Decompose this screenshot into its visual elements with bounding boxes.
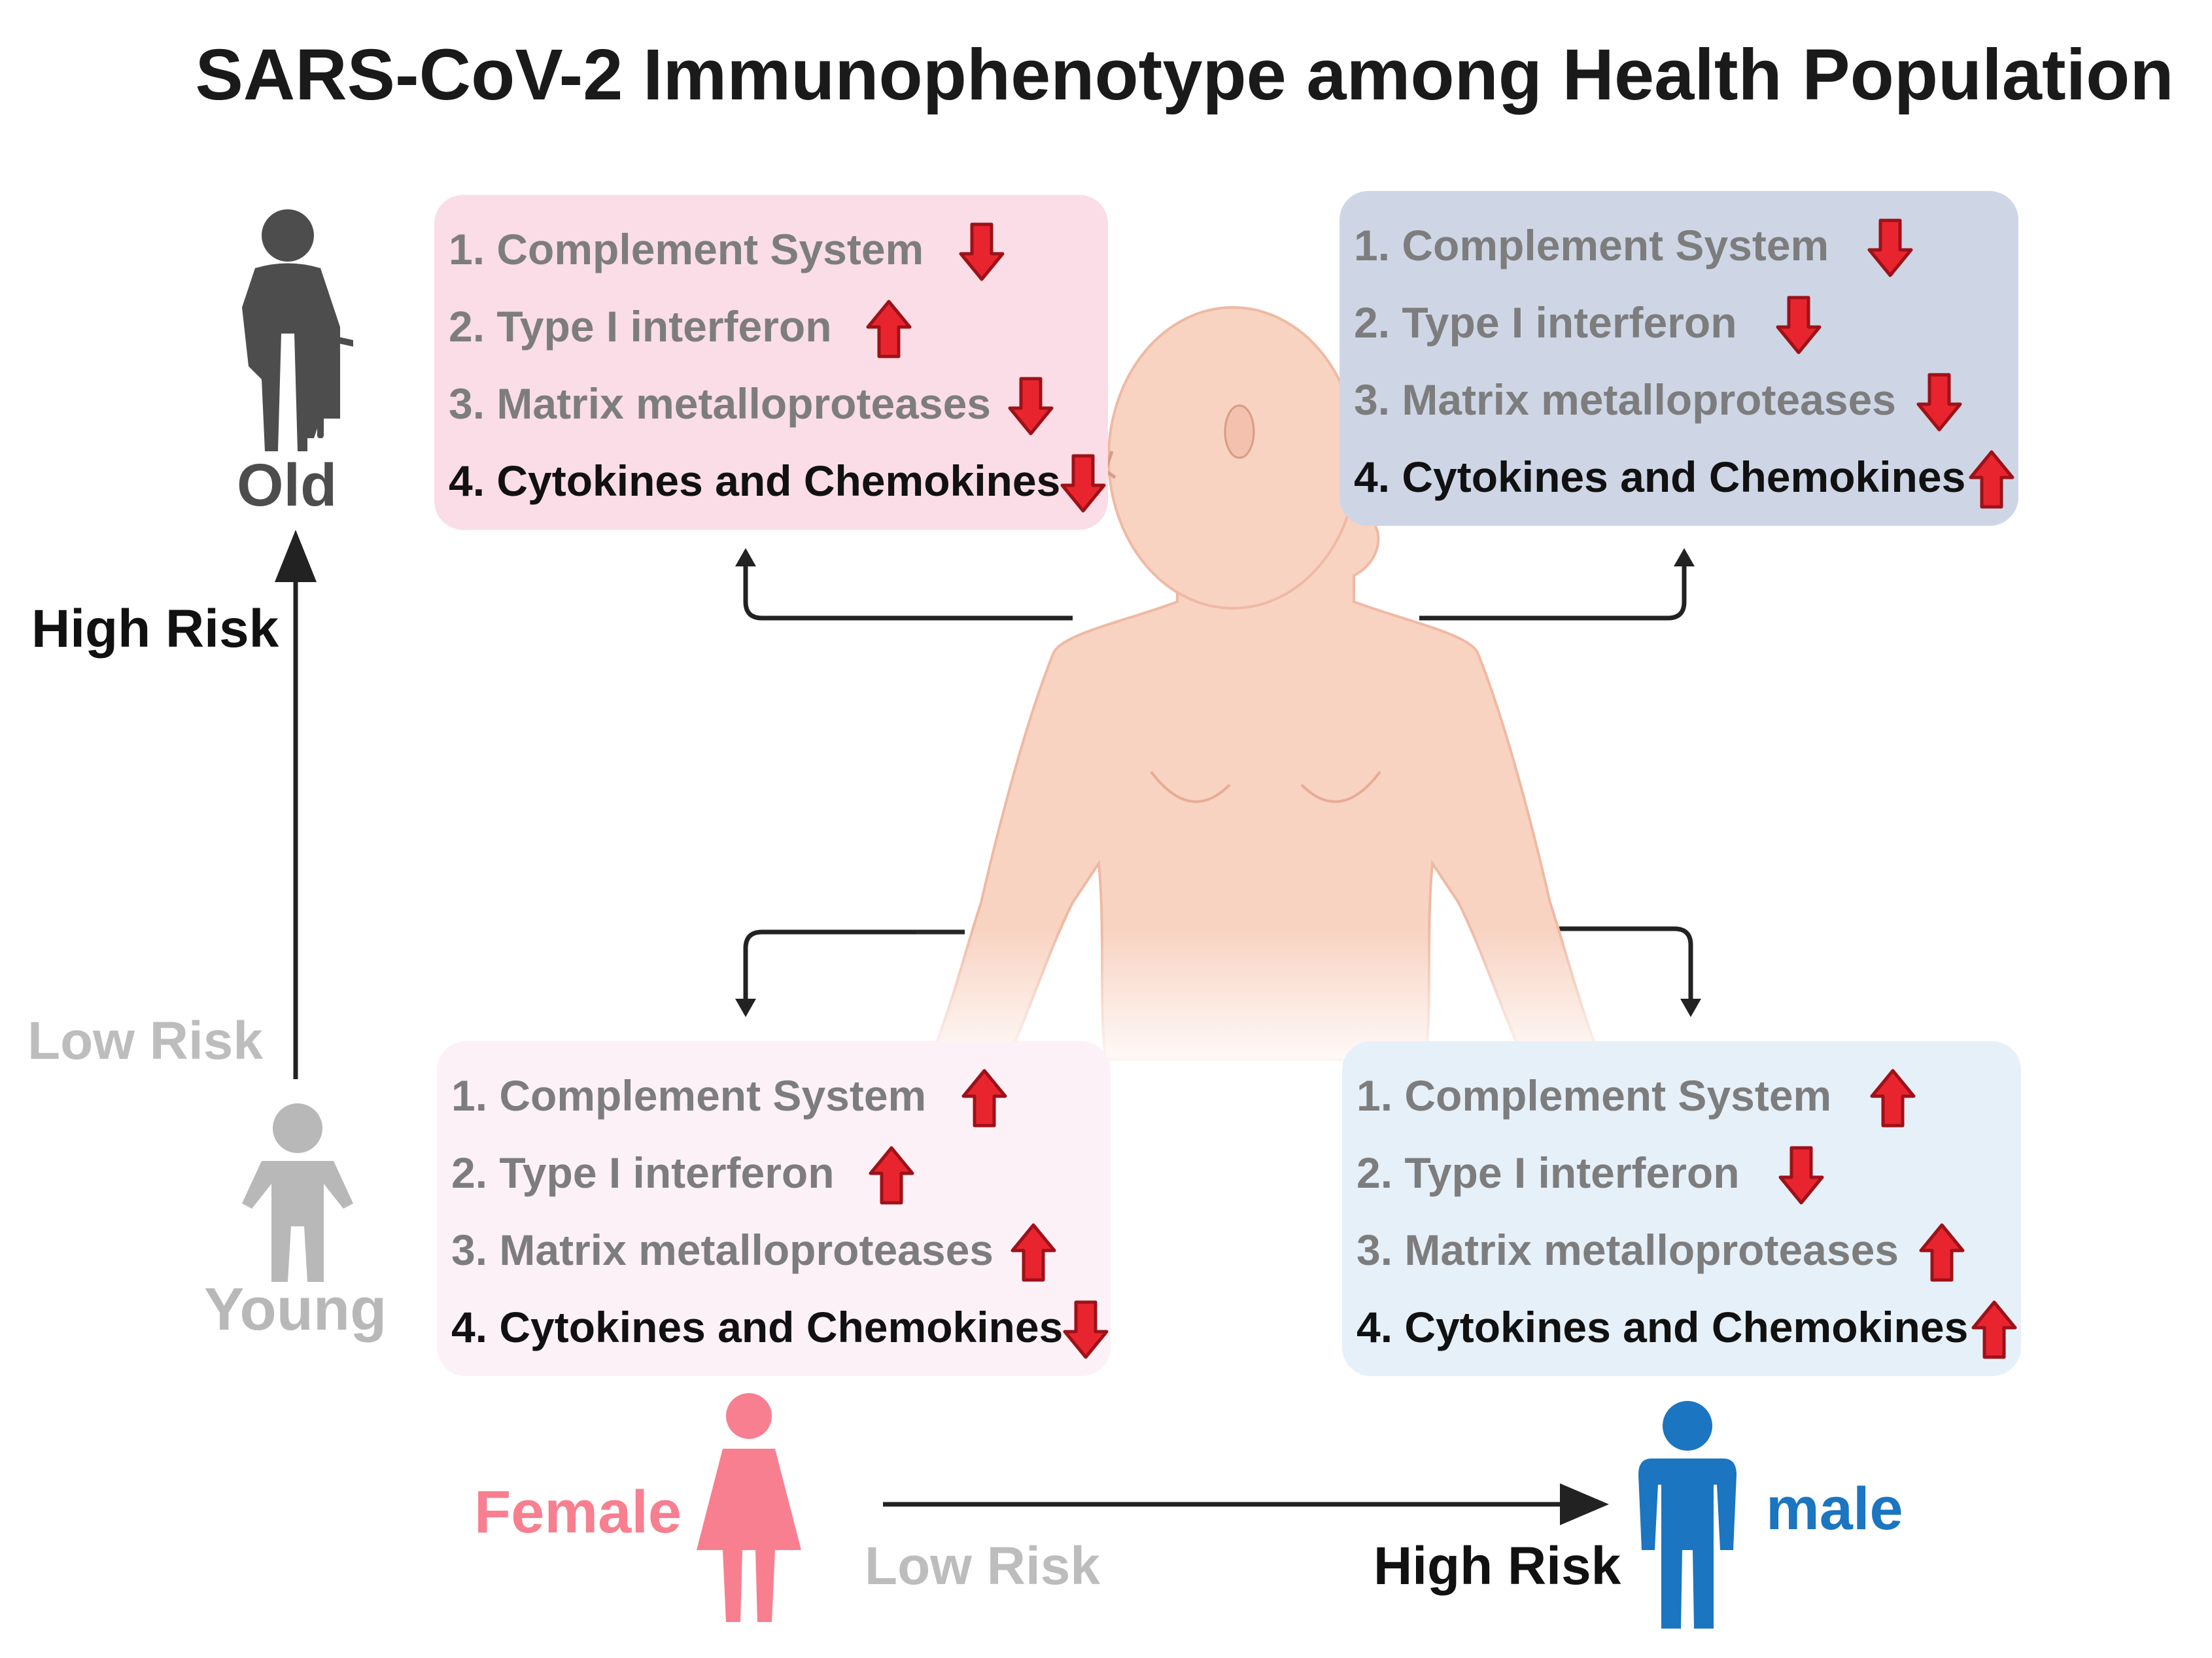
up-arrow-icon	[1011, 1223, 1056, 1282]
connector-young-female	[743, 929, 965, 1001]
up-arrow-icon	[1969, 450, 2014, 509]
up-arrow-icon	[961, 1069, 1007, 1128]
down-arrow-icon	[1916, 373, 1962, 432]
connector-arrowhead	[1680, 999, 1701, 1017]
up-arrow-icon	[866, 300, 912, 358]
list-item: 4. Cytokines and Chemokines	[1357, 1300, 2021, 1377]
connector-old-female	[743, 562, 1073, 621]
up-arrow-icon	[1919, 1223, 1965, 1282]
down-arrow-icon	[959, 222, 1005, 281]
page-title: SARS-CoV-2 Immunophenotype among Health …	[195, 35, 2174, 115]
connector-arrowhead	[735, 999, 756, 1017]
connector-arrowhead	[735, 548, 756, 566]
list-item: 2. Type I interferon	[1354, 296, 2018, 373]
panel-young-male: 1. Complement System 2. Type I interfero…	[1342, 1041, 2021, 1376]
list-item: 2. Type I interferon	[449, 300, 1108, 377]
old-person-icon	[242, 209, 353, 451]
list-item: 4. Cytokines and Chemokines	[449, 454, 1108, 531]
sex-low-risk-label: Low Risk	[865, 1536, 1100, 1596]
connector-young-male	[1521, 926, 1693, 1001]
female-label: Female	[474, 1479, 682, 1546]
down-arrow-icon	[1060, 454, 1106, 513]
down-arrow-icon	[1867, 218, 1913, 277]
list-item: 3. Matrix metalloproteases	[449, 377, 1108, 454]
male-label: male	[1766, 1476, 1903, 1542]
sex-axis-arrowhead	[1560, 1483, 1609, 1525]
list-item: 1. Complement System	[451, 1069, 1111, 1146]
connector-old-male	[1419, 562, 1687, 621]
female-icon	[697, 1393, 801, 1622]
list-item: 4. Cytokines and Chemokines	[451, 1300, 1111, 1377]
young-person-icon	[242, 1103, 353, 1282]
list-item: 3. Matrix metalloproteases	[1354, 373, 2018, 450]
sex-high-risk-label: High Risk	[1374, 1536, 1621, 1596]
male-icon	[1638, 1401, 1737, 1629]
down-arrow-icon	[1063, 1300, 1109, 1359]
connector-arrowhead	[1674, 548, 1695, 566]
list-item: 2. Type I interferon	[451, 1146, 1111, 1223]
young-label: Young	[204, 1276, 387, 1343]
down-arrow-icon	[1008, 377, 1054, 436]
list-item: 3. Matrix metalloproteases	[1357, 1223, 2021, 1300]
panel-old-female: 1. Complement System 2. Type I interfero…	[434, 195, 1108, 530]
down-arrow-icon	[1776, 296, 1822, 354]
head-shape	[1107, 306, 1358, 610]
list-item: 1. Complement System	[449, 222, 1108, 300]
up-arrow-icon	[1971, 1300, 2017, 1359]
ear-shape	[1224, 404, 1255, 459]
age-low-risk-label: Low Risk	[27, 1011, 263, 1071]
up-arrow-icon	[869, 1146, 914, 1205]
down-arrow-icon	[1778, 1146, 1824, 1205]
list-item: 1. Complement System	[1354, 218, 2018, 296]
old-label: Old	[237, 452, 337, 519]
panel-old-male: 1. Complement System 2. Type I interfero…	[1339, 191, 2018, 526]
list-item: 3. Matrix metalloproteases	[451, 1223, 1111, 1300]
list-item: 4. Cytokines and Chemokines	[1354, 450, 2018, 527]
panel-young-female: 1. Complement System 2. Type I interfero…	[437, 1041, 1111, 1376]
list-item: 1. Complement System	[1357, 1069, 2021, 1146]
up-arrow-icon	[1870, 1069, 1916, 1128]
list-item: 2. Type I interferon	[1357, 1146, 2021, 1223]
age-high-risk-label: High Risk	[31, 599, 279, 659]
age-axis-arrowhead	[275, 530, 317, 582]
